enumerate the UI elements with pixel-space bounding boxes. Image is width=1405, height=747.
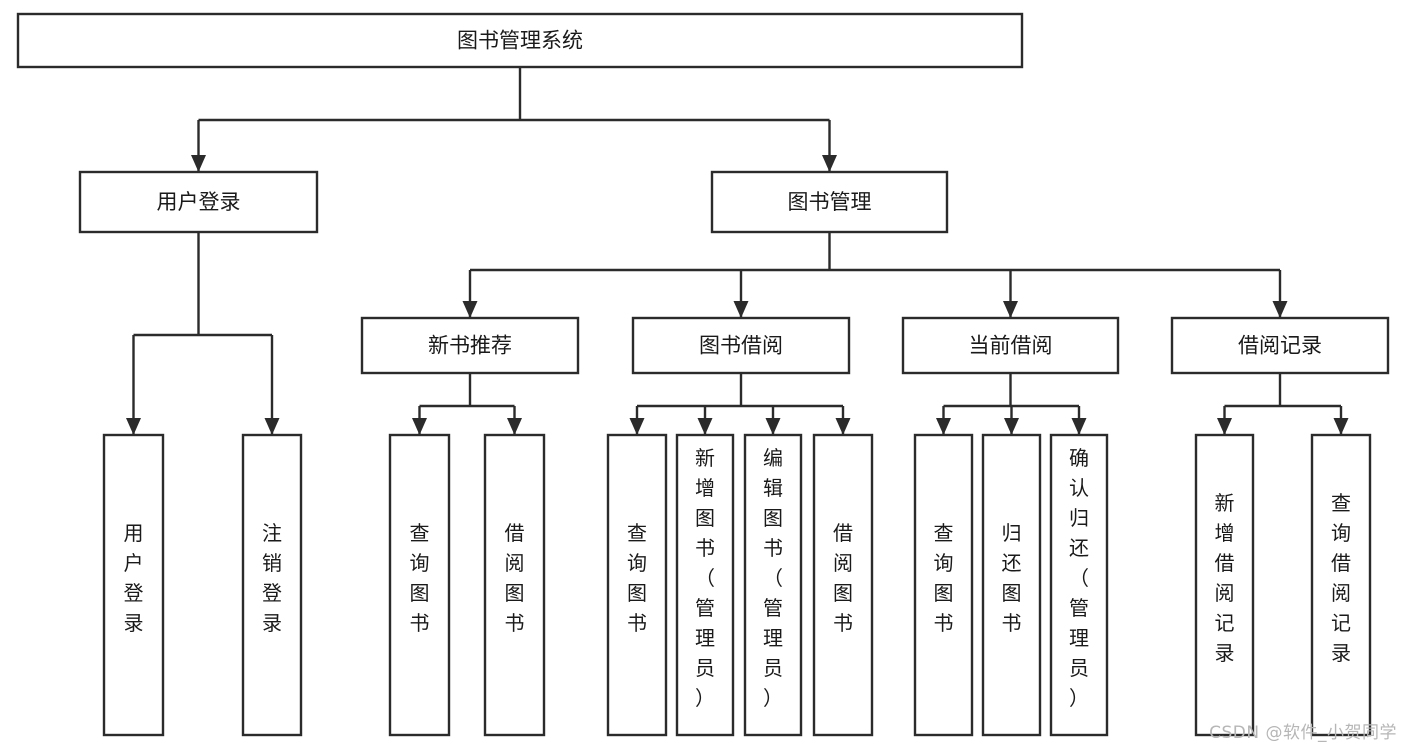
node-label-current-borrow: 当前借阅 bbox=[969, 334, 1053, 358]
node-user-login-do[interactable]: 用户登录 bbox=[102, 433, 165, 737]
arrow-head-icon-user-login-do bbox=[126, 418, 141, 435]
node-label-record-add: 新增借阅记录 bbox=[1215, 491, 1235, 665]
node-label-borrow-add-book: 新增图书（管理员） bbox=[695, 446, 715, 710]
node-box-current-confirm-return bbox=[1049, 433, 1109, 737]
node-record-query[interactable]: 查询借阅记录 bbox=[1310, 433, 1372, 737]
arrow-head-icon-record-add bbox=[1217, 418, 1232, 435]
arrow-head-icon-recommend-query-book bbox=[412, 418, 427, 435]
node-user-login[interactable]: 用户登录 bbox=[78, 170, 319, 234]
node-box-record-query bbox=[1310, 433, 1372, 737]
node-recommend-query-book[interactable]: 查询图书 bbox=[388, 433, 451, 737]
nodes-layer: 图书管理系统用户登录用户登录注销登录图书管理新书推荐查询图书借阅图书图书借阅查询… bbox=[16, 12, 1390, 737]
node-current-confirm-return[interactable]: 确认归还（管理员） bbox=[1049, 433, 1109, 737]
watermark-text: CSDN @软件_小贺同学 bbox=[1209, 723, 1397, 743]
node-user-logout[interactable]: 注销登录 bbox=[241, 433, 303, 737]
node-book-manage[interactable]: 图书管理 bbox=[710, 170, 949, 234]
node-label-borrow-query-book: 查询图书 bbox=[627, 521, 647, 635]
node-label-user-login-do: 用户登录 bbox=[124, 521, 144, 635]
node-box-borrow-edit-book bbox=[743, 433, 803, 737]
node-current-borrow[interactable]: 当前借阅 bbox=[901, 316, 1120, 375]
node-borrow-borrow-book[interactable]: 借阅图书 bbox=[812, 433, 874, 737]
node-current-query-book[interactable]: 查询图书 bbox=[913, 433, 974, 737]
arrow-head-icon-recommend-borrow-book bbox=[507, 418, 522, 435]
node-box-book-borrow bbox=[631, 316, 851, 375]
node-label-current-return-book: 归还图书 bbox=[1002, 521, 1022, 635]
arrow-head-icon-user-logout bbox=[264, 418, 280, 435]
arrow-head-icon-borrow-edit-book bbox=[765, 418, 781, 435]
node-label-borrow-record: 借阅记录 bbox=[1238, 334, 1322, 358]
node-label-book-manage: 图书管理 bbox=[788, 190, 872, 214]
node-label-recommend-query-book: 查询图书 bbox=[410, 521, 430, 635]
arrow-head-icon-borrow-borrow-book bbox=[835, 418, 851, 435]
node-label-root: 图书管理系统 bbox=[457, 29, 583, 53]
arrow-head-icon-borrow-query-book bbox=[629, 418, 645, 435]
node-box-borrow-record bbox=[1170, 316, 1390, 375]
arrow-head-icon-record-query bbox=[1333, 418, 1349, 435]
node-borrow-edit-book[interactable]: 编辑图书（管理员） bbox=[743, 433, 803, 737]
node-box-recommend-borrow-book bbox=[483, 433, 546, 737]
arrow-head-icon-book-borrow bbox=[733, 301, 749, 318]
node-current-return-book[interactable]: 归还图书 bbox=[981, 433, 1042, 737]
node-new-book-recommend[interactable]: 新书推荐 bbox=[360, 316, 580, 375]
node-label-current-confirm-return: 确认归还（管理员） bbox=[1069, 446, 1089, 710]
node-box-user-logout bbox=[241, 433, 303, 737]
arrow-head-icon-borrow-record bbox=[1272, 301, 1288, 318]
arrow-head-icon-borrow-add-book bbox=[697, 418, 713, 435]
node-book-borrow[interactable]: 图书借阅 bbox=[631, 316, 851, 375]
node-borrow-query-book[interactable]: 查询图书 bbox=[606, 433, 668, 737]
arrow-head-icon-current-borrow bbox=[1003, 301, 1018, 318]
node-label-book-borrow: 图书借阅 bbox=[699, 334, 783, 358]
node-label-current-query-book: 查询图书 bbox=[934, 521, 954, 635]
node-box-current-query-book bbox=[913, 433, 974, 737]
node-box-borrow-borrow-book bbox=[812, 433, 874, 737]
node-label-borrow-edit-book: 编辑图书（管理员） bbox=[763, 446, 783, 710]
node-recommend-borrow-book[interactable]: 借阅图书 bbox=[483, 433, 546, 737]
node-label-user-logout: 注销登录 bbox=[262, 521, 282, 635]
node-root[interactable]: 图书管理系统 bbox=[16, 12, 1024, 69]
node-box-borrow-add-book bbox=[675, 433, 735, 737]
node-box-recommend-query-book bbox=[388, 433, 451, 737]
arrow-head-icon-user-login bbox=[191, 155, 206, 172]
node-box-current-return-book bbox=[981, 433, 1042, 737]
arrow-head-icon-current-confirm-return bbox=[1071, 418, 1087, 435]
node-box-current-borrow bbox=[901, 316, 1120, 375]
connectors-layer bbox=[126, 67, 1349, 435]
arrow-head-icon-book-manage bbox=[822, 155, 837, 172]
node-record-add[interactable]: 新增借阅记录 bbox=[1194, 433, 1255, 737]
node-label-new-book-recommend: 新书推荐 bbox=[428, 334, 512, 358]
node-label-record-query: 查询借阅记录 bbox=[1331, 491, 1351, 665]
node-box-record-add bbox=[1194, 433, 1255, 737]
node-borrow-add-book[interactable]: 新增图书（管理员） bbox=[675, 433, 735, 737]
node-box-book-manage bbox=[710, 170, 949, 234]
node-label-user-login: 用户登录 bbox=[157, 190, 241, 214]
node-box-new-book-recommend bbox=[360, 316, 580, 375]
node-borrow-record[interactable]: 借阅记录 bbox=[1170, 316, 1390, 375]
node-label-recommend-borrow-book: 借阅图书 bbox=[505, 521, 525, 635]
node-box-root bbox=[16, 12, 1024, 69]
node-box-user-login-do bbox=[102, 433, 165, 737]
arrow-head-icon-current-query-book bbox=[936, 418, 951, 435]
node-label-borrow-borrow-book: 借阅图书 bbox=[833, 521, 853, 635]
arrow-head-icon-current-return-book bbox=[1004, 418, 1019, 435]
arrow-head-icon-new-book-recommend bbox=[462, 301, 478, 318]
node-box-borrow-query-book bbox=[606, 433, 668, 737]
node-box-user-login bbox=[78, 170, 319, 234]
